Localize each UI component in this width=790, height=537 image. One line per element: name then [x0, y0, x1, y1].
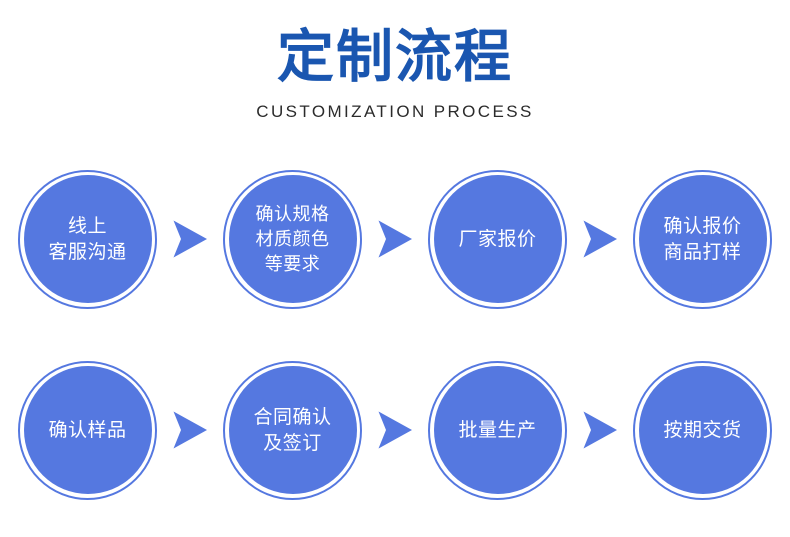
- process-step-6-label: 合同确认 及签订: [253, 406, 332, 454]
- flow-arrow-2: [362, 169, 428, 309]
- page-header: 定制流程 CUSTOMIZATION PROCESS: [0, 24, 790, 122]
- process-step-2: 确认规格 材质颜色 等要求: [223, 169, 362, 309]
- process-step-7-disc: 批量生产: [433, 366, 562, 494]
- process-step-7: 批量生产: [428, 360, 567, 500]
- process-step-1-disc: 线上 客服沟通: [23, 175, 152, 303]
- flow-arrow-5: [362, 360, 428, 500]
- arrow-right-icon: [582, 219, 618, 259]
- process-step-5-disc: 确认样品: [23, 366, 152, 494]
- process-step-3-disc: 厂家报价: [433, 175, 562, 303]
- arrow-right-icon: [377, 410, 413, 450]
- process-step-5: 确认样品: [18, 360, 157, 500]
- process-step-3-label: 厂家报价: [458, 228, 537, 250]
- arrow-right-icon: [172, 219, 208, 259]
- process-step-4-label: 确认报价 商品打样: [663, 215, 742, 263]
- process-step-6-disc: 合同确认 及签订: [228, 366, 357, 494]
- process-step-2-label: 确认规格 材质颜色 等要求: [255, 203, 330, 275]
- process-step-8-disc: 按期交货: [638, 366, 767, 494]
- flow-arrow-4: [157, 360, 223, 500]
- flow-row-1: 线上 客服沟通 确认规格 材质颜色 等要求 厂家报价: [0, 169, 790, 309]
- arrow-right-icon: [582, 410, 618, 450]
- flow-row-2: 确认样品 合同确认 及签订 批量生产: [0, 360, 790, 500]
- process-step-4-disc: 确认报价 商品打样: [638, 175, 767, 303]
- process-step-6: 合同确认 及签订: [223, 360, 362, 500]
- page-title: 定制流程: [277, 24, 513, 90]
- process-step-7-label: 批量生产: [458, 419, 537, 441]
- process-step-8-label: 按期交货: [663, 419, 742, 441]
- flow-arrow-6: [567, 360, 633, 500]
- page-subtitle: CUSTOMIZATION PROCESS: [256, 102, 534, 121]
- flow-arrow-3: [567, 169, 633, 309]
- process-step-1: 线上 客服沟通: [18, 169, 157, 309]
- arrow-right-icon: [377, 219, 413, 259]
- process-step-3: 厂家报价: [428, 169, 567, 309]
- process-step-8: 按期交货: [633, 360, 772, 500]
- process-step-1-label: 线上 客服沟通: [48, 215, 127, 263]
- arrow-right-icon: [172, 410, 208, 450]
- flow-arrow-1: [157, 169, 223, 309]
- process-step-2-disc: 确认规格 材质颜色 等要求: [228, 175, 357, 303]
- process-step-4: 确认报价 商品打样: [633, 169, 772, 309]
- process-step-5-label: 确认样品: [48, 419, 127, 441]
